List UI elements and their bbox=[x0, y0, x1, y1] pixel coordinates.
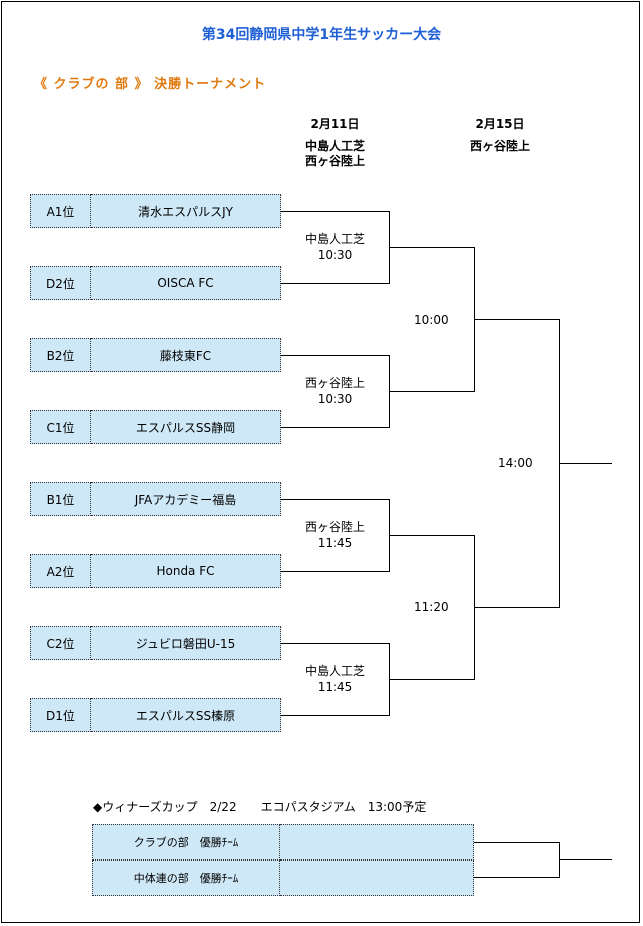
match-time: 11:45 bbox=[317, 536, 353, 550]
round2-venue: 西ヶ谷陸上 bbox=[469, 139, 530, 153]
team-name: 清水エスパルスJY bbox=[91, 194, 281, 228]
bracket-line bbox=[559, 859, 612, 860]
team-seed: A1位 bbox=[30, 194, 91, 228]
bracket-line bbox=[389, 679, 474, 680]
round1-venue-b: 西ヶ谷陸上 bbox=[304, 154, 365, 168]
round2-date: 2月15日 bbox=[475, 117, 525, 131]
team-name: JFAアカデミー福島 bbox=[91, 482, 281, 516]
team-seed: C2位 bbox=[30, 626, 91, 660]
match-venue: 中島人工芝 bbox=[304, 664, 365, 678]
page-title: 第34回静岡県中学1年生サッカー大会 bbox=[201, 27, 442, 43]
winners-cup-row-blank bbox=[280, 824, 474, 860]
winners-cup-row-blank bbox=[280, 860, 474, 896]
team-seed: A2位 bbox=[30, 554, 91, 588]
team-seed: B2位 bbox=[30, 338, 91, 372]
bracket-line bbox=[389, 535, 474, 536]
match-info: 西ヶ谷陸上 10:30 bbox=[290, 375, 380, 407]
match-venue: 西ヶ谷陸上 bbox=[304, 376, 365, 390]
match-time: 11:45 bbox=[317, 680, 353, 694]
bracket-line bbox=[281, 715, 389, 716]
team-name: ジュビロ磐田U-15 bbox=[91, 626, 281, 660]
bracket-line bbox=[281, 427, 389, 428]
team-seed: C1位 bbox=[30, 410, 91, 444]
section-subtitle: 《 クラブの 部 》 決勝トーナメント bbox=[34, 77, 267, 92]
team-seed: B1位 bbox=[30, 482, 91, 516]
semifinal-time: 10:00 bbox=[414, 313, 449, 327]
semifinal-time: 11:20 bbox=[414, 600, 449, 614]
bracket-line bbox=[389, 247, 474, 248]
team-seed: D1位 bbox=[30, 698, 91, 732]
winners-cup-note: ◆ウィナーズカップ 2/22 エコパスタジアム 13:00予定 bbox=[93, 800, 427, 814]
round1-header: 2月11日 中島人工芝 西ヶ谷陸上 bbox=[290, 117, 380, 169]
bracket-line bbox=[281, 499, 389, 500]
bracket-line bbox=[281, 283, 389, 284]
match-info: 中島人工芝 11:45 bbox=[290, 663, 380, 695]
final-time: 14:00 bbox=[498, 456, 533, 470]
match-time: 10:30 bbox=[317, 392, 353, 406]
match-info: 西ヶ谷陸上 11:45 bbox=[290, 519, 380, 551]
match-venue: 西ヶ谷陸上 bbox=[304, 520, 365, 534]
bracket-line bbox=[474, 319, 559, 320]
match-info: 中島人工芝 10:30 bbox=[290, 231, 380, 263]
bracket-line bbox=[474, 842, 560, 843]
round1-date: 2月11日 bbox=[310, 117, 360, 131]
team-name: 藤枝東FC bbox=[91, 338, 281, 372]
bracket-line bbox=[389, 391, 474, 392]
bracket-line bbox=[474, 607, 559, 608]
winners-cup-row-label: 中体連の部 優勝ﾁｰﾑ bbox=[92, 860, 280, 896]
bracket-line bbox=[559, 463, 612, 464]
team-name: Honda FC bbox=[91, 554, 281, 588]
bracket-line bbox=[281, 571, 389, 572]
match-time: 10:30 bbox=[317, 248, 353, 262]
team-name: OISCA FC bbox=[91, 266, 281, 300]
bracket-line bbox=[281, 355, 389, 356]
winners-cup-row-label: クラブの部 優勝ﾁｰﾑ bbox=[92, 824, 280, 860]
bracket-line bbox=[281, 211, 389, 212]
team-seed: D2位 bbox=[30, 266, 91, 300]
round1-venue-a: 中島人工芝 bbox=[304, 139, 365, 153]
bracket-line bbox=[281, 643, 389, 644]
bracket-line bbox=[559, 842, 560, 878]
team-name: エスパルスSS榛原 bbox=[91, 698, 281, 732]
match-venue: 中島人工芝 bbox=[304, 232, 365, 246]
round2-header: 2月15日 西ヶ谷陸上 bbox=[455, 117, 545, 154]
team-name: エスパルスSS静岡 bbox=[91, 410, 281, 444]
bracket-line bbox=[474, 877, 560, 878]
